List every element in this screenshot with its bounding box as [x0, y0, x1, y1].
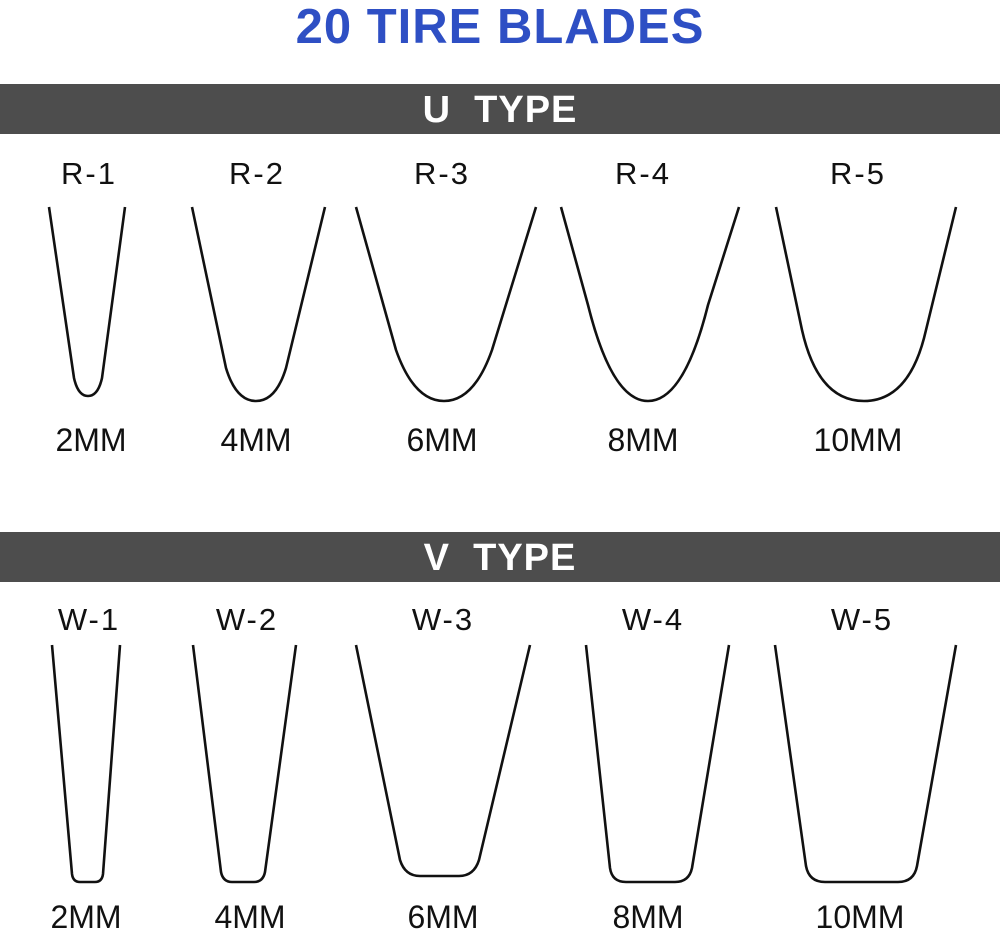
u-blade-profile-r1 — [47, 206, 127, 398]
blade-size-r1: 2MM — [55, 422, 127, 458]
blade-code-w4: W-4 — [621, 602, 685, 637]
blade-code-r3: R-3 — [414, 156, 470, 191]
blade-size-r2: 4MM — [220, 422, 292, 458]
u-blade-profile-r5 — [774, 206, 958, 403]
blade-size-w2: 4MM — [214, 899, 286, 935]
blade-code-w2: W-2 — [215, 602, 279, 637]
blade-code-w3: W-3 — [411, 602, 475, 637]
blade-size-w4: 8MM — [612, 899, 684, 935]
v-blade-profile-w2 — [191, 644, 298, 884]
page-title: 20 TIRE BLADES — [295, 0, 705, 54]
blade-size-w5: 10MM — [815, 899, 905, 935]
v-blade-profile-w3 — [354, 644, 532, 878]
v-type-header: V TYPE — [0, 532, 1000, 582]
v-blade-profile-w4 — [584, 644, 731, 884]
blade-code-r1: R-1 — [61, 156, 117, 191]
blade-size-r4: 8MM — [607, 422, 679, 458]
blade-code-r4: R-4 — [615, 156, 671, 191]
v-blade-profile-w1 — [50, 644, 122, 884]
u-type-header: U TYPE — [0, 84, 1000, 134]
blade-code-r2: R-2 — [229, 156, 285, 191]
blade-size-w3: 6MM — [407, 899, 479, 935]
blade-size-r3: 6MM — [406, 422, 478, 458]
blade-code-w1: W-1 — [57, 602, 121, 637]
blade-code-r5: R-5 — [830, 156, 886, 191]
u-blade-profile-r3 — [354, 206, 538, 403]
v-blade-profile-w5 — [773, 644, 958, 884]
blade-size-r5: 10MM — [813, 422, 903, 458]
blade-size-w1: 2MM — [50, 899, 122, 935]
u-blade-profile-r4 — [559, 206, 741, 403]
u-blade-profile-r2 — [190, 206, 327, 403]
blade-code-w5: W-5 — [830, 602, 894, 637]
